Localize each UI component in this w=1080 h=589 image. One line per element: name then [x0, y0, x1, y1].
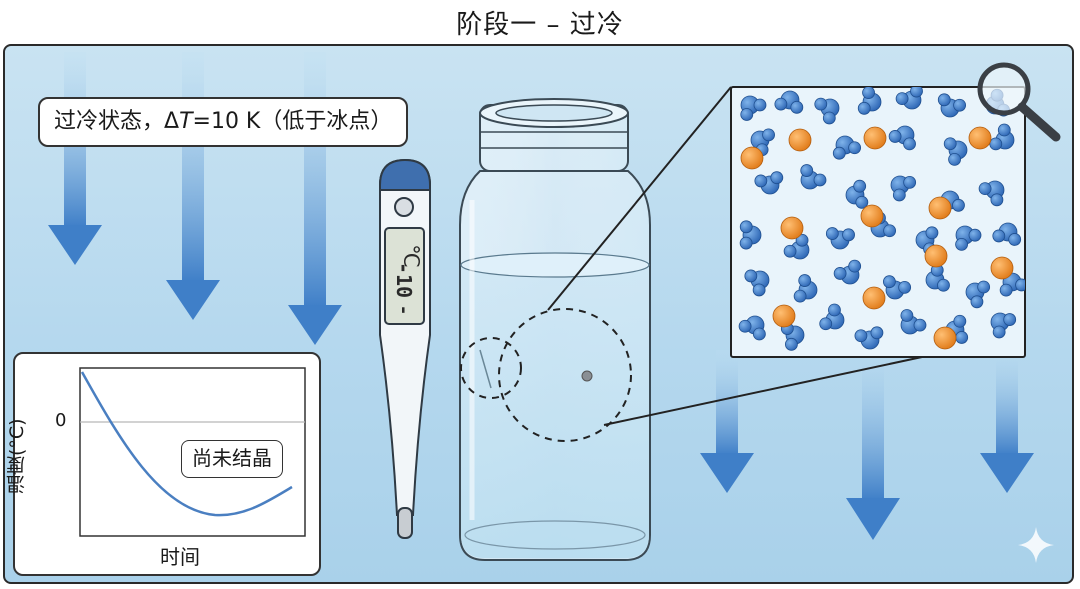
impurity-molecule	[924, 244, 948, 268]
zoom-connector	[603, 356, 923, 426]
cold-arrow	[48, 52, 102, 265]
callout-italic: T	[179, 109, 193, 134]
water-molecule	[750, 128, 775, 157]
water-molecule	[890, 175, 917, 202]
impurity-molecule	[928, 196, 952, 220]
water-molecule	[888, 125, 916, 151]
cold-arrow	[166, 52, 220, 320]
water-molecule	[780, 322, 805, 351]
water-molecule	[883, 275, 912, 300]
svg-text:℃: ℃	[399, 244, 423, 268]
impurity-molecule	[860, 204, 884, 228]
cold-arrow	[288, 52, 342, 345]
water-molecule	[800, 164, 827, 190]
graph-y-axis-label: 温度(°C)	[6, 418, 28, 494]
zoom-region-marker	[498, 308, 632, 442]
water-molecule	[754, 171, 784, 195]
thermometer-button	[394, 197, 414, 217]
thermometer-probe-tip	[397, 507, 413, 539]
water-molecule	[814, 97, 840, 125]
water-molecule	[739, 220, 762, 250]
water-molecule	[854, 326, 884, 350]
zoom-connector	[547, 86, 732, 311]
impurity-molecule	[788, 128, 812, 152]
water-molecule	[895, 87, 923, 110]
cold-arrow	[700, 350, 754, 493]
graph-note-badge: 尚未结晶	[181, 440, 283, 478]
water-molecule	[955, 225, 982, 251]
water-molecule	[833, 259, 862, 285]
cooling-curve	[80, 371, 293, 517]
water-molecule	[925, 263, 950, 292]
water-molecule	[738, 315, 766, 341]
digital-thermometer: ℃ -10 -	[379, 158, 431, 539]
impurity-particle	[581, 370, 593, 382]
water-molecule	[740, 95, 767, 121]
water-molecule	[937, 93, 967, 118]
cold-arrow	[980, 350, 1034, 493]
glass-jar	[459, 98, 651, 561]
water-molecule	[832, 135, 862, 160]
impurity-molecule	[740, 146, 764, 170]
impurity-molecule	[968, 126, 992, 150]
water-molecule	[857, 87, 882, 115]
water-molecule	[965, 280, 991, 309]
thermometer-display	[384, 227, 425, 325]
water-molecule	[990, 312, 1017, 339]
impurity-molecule	[863, 126, 887, 150]
cold-arrow	[846, 350, 900, 540]
impurity-molecule	[780, 216, 804, 240]
water-molecule	[783, 233, 810, 260]
water-molecule	[793, 274, 818, 303]
graph-zero-tick-label: 0	[55, 410, 67, 431]
water-molecule	[943, 137, 968, 166]
water-molecule	[989, 123, 1015, 151]
sparkle-icon	[1018, 527, 1054, 563]
wall-nucleation-site-marker	[460, 337, 522, 399]
supercooled-water	[461, 258, 649, 558]
page-title: 阶段一 – 过冷	[456, 10, 624, 40]
impurity-molecule	[990, 256, 1014, 280]
thermometer-reading-sign: -	[393, 305, 414, 316]
graph-x-axis-label: 时间	[160, 545, 200, 569]
water-molecule	[819, 303, 845, 331]
water-molecule	[978, 180, 1005, 207]
callout-prefix: 过冷状态，Δ	[54, 109, 180, 134]
supercooling-callout: 过冷状态，ΔT=10 K（低于冰点）	[38, 97, 409, 147]
impurity-molecule	[772, 304, 796, 328]
water-molecule	[774, 90, 804, 114]
callout-suffix: =10 K（低于冰点）	[192, 109, 393, 134]
water-molecule	[992, 222, 1022, 246]
molecular-zoom-panel	[730, 86, 1026, 358]
water-molecule	[825, 227, 855, 250]
water-molecule	[845, 179, 869, 209]
water-molecule	[900, 309, 927, 335]
impurity-molecule	[862, 286, 886, 310]
thermometer-reading: -10	[392, 262, 416, 298]
magnifier-icon	[977, 62, 1061, 142]
impurity-molecule	[933, 326, 957, 350]
water-molecule	[744, 269, 770, 297]
